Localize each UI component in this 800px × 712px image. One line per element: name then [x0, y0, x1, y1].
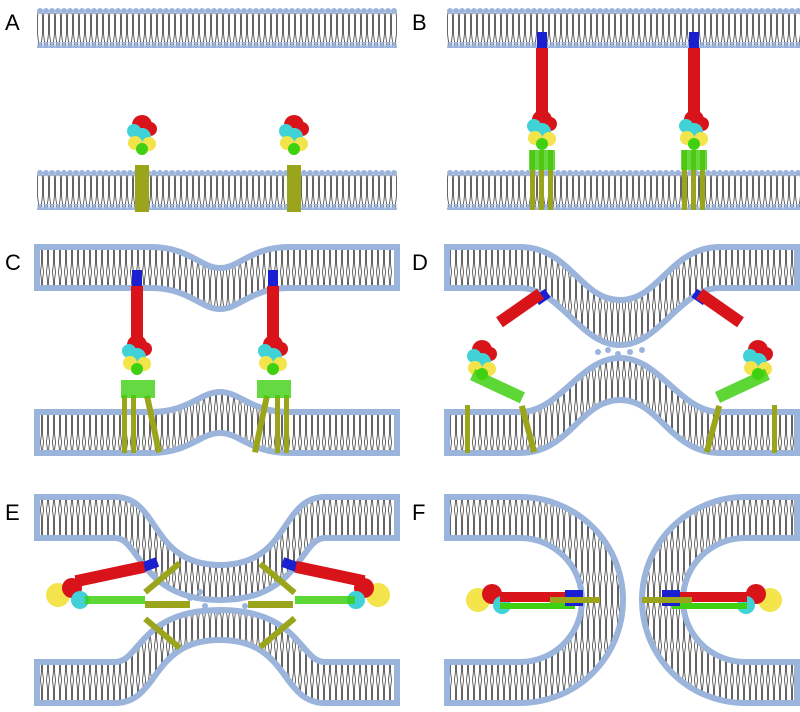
panel-label-d: D: [412, 250, 428, 275]
upper-membrane-bent: [444, 244, 800, 349]
upper-membrane: [37, 8, 397, 48]
panel-a: A: [5, 8, 397, 212]
right-membrane-u-bend: [639, 494, 800, 706]
lower-membrane: [447, 170, 800, 210]
panel-c: C: [5, 244, 400, 456]
lower-membrane-bent: [34, 388, 400, 456]
protein-complex-right: [642, 584, 782, 614]
lipid-fragments: [187, 589, 248, 615]
panel-label-e: E: [5, 500, 20, 525]
protein-complex-right: [280, 557, 390, 609]
panel-d: D: [412, 244, 800, 456]
upper-membrane-bent: [34, 494, 400, 604]
panel-label-b: B: [412, 10, 427, 35]
panel-label-c: C: [5, 250, 21, 275]
upper-membrane-bent: [34, 244, 400, 313]
panel-f: F: [412, 494, 800, 706]
protein-complex-left: [121, 270, 162, 453]
protein-complex-right: [691, 288, 777, 453]
protein-complex-left: [527, 32, 557, 210]
protein-complex-right: [252, 270, 291, 453]
panel-label-f: F: [412, 500, 425, 525]
panel-label-a: A: [5, 10, 20, 35]
lower-membrane-bent: [34, 606, 400, 706]
tm-anchors: [143, 560, 297, 651]
lipid-fragments: [595, 347, 645, 357]
lower-membrane: [37, 170, 397, 210]
protein-complex-left: [46, 557, 160, 609]
protein-complex-left: [466, 584, 600, 614]
left-membrane-u-bend: [444, 494, 626, 706]
protein-complex-left: [127, 115, 157, 212]
panel-e: E: [5, 494, 400, 706]
upper-membrane: [447, 8, 800, 48]
lower-membrane-bent: [444, 354, 800, 456]
protein-complex-left: [465, 288, 551, 453]
protein-complex-right: [279, 115, 309, 212]
protein-complex-right: [679, 32, 709, 210]
panel-b: B: [412, 8, 800, 210]
